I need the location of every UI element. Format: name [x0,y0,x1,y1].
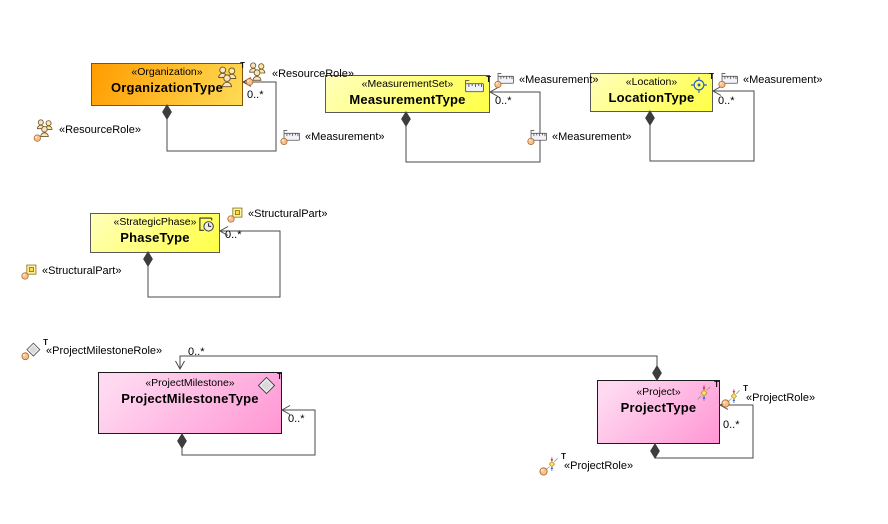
stereotype-label: «Project» [636,386,681,398]
type-marker: T [486,75,491,84]
measurement-icon [718,72,739,89]
structural-part-icon [21,263,38,280]
milestone-diamond-icon: T [257,372,282,395]
role-label-measurement-top-1[interactable]: «Measurement» [494,72,599,89]
multiplicity-milestone[interactable]: 0..* [288,413,305,425]
measurement-icon [527,129,548,146]
class-locationtype[interactable]: T «Location» LocationType [590,72,714,112]
type-marker: T [43,338,48,347]
multiplicity-project[interactable]: 0..* [723,419,740,431]
measurement-icon [280,129,301,146]
project-role-icon: T [539,452,566,476]
structural-part-icon [227,206,244,223]
multiplicity-measurement[interactable]: 0..* [495,95,512,107]
role-label-text: «Measurement» [552,131,632,143]
multiplicity-organization[interactable]: 0..* [247,89,264,101]
role-label-text: «ResourceRole» [59,124,141,136]
role-label-text: «StructuralPart» [248,208,328,220]
resource-role-icon [245,61,268,87]
resource-role-icon [33,118,55,143]
role-label-text: «Measurement» [519,74,599,86]
stereotype-label: «Location» [625,76,678,88]
measurement-icon [494,72,515,89]
multiplicity-milestonerole[interactable]: 0..* [188,346,205,358]
people-group-icon: T [216,61,245,90]
role-label-resourcerole-top[interactable]: «ResourceRole» [245,61,354,87]
stereotype-label: «MeasurementSet» [361,78,454,90]
role-label-text: «ProjectMilestoneRole» [46,345,163,357]
class-organizationtype[interactable]: T «Organization» OrganizationType [91,61,245,106]
type-marker: T [743,384,748,393]
role-label-measurement-mid-1[interactable]: «Measurement» [280,129,385,146]
type-marker: T [561,452,566,461]
role-label-projectmilestonerole[interactable]: T «ProjectMilestoneRole» [21,338,163,361]
role-label-resourcerole-left[interactable]: «ResourceRole» [33,118,141,143]
project-milestone-role-icon: T [21,338,48,361]
multiplicity-phase[interactable]: 0..* [225,229,242,241]
class-phasetype[interactable]: «StrategicPhase» PhaseType [90,213,220,253]
crosshair-icon: T [690,72,714,94]
class-projectmilestonetype[interactable]: T «ProjectMilestone» ProjectMilestoneTyp… [98,372,282,434]
project-role-icon: T [721,384,748,408]
type-marker: T [240,61,245,70]
role-label-text: «ResourceRole» [272,67,354,80]
role-label-measurement-top-2[interactable]: «Measurement» [718,72,823,89]
multiplicity-location[interactable]: 0..* [718,95,735,107]
stereotype-label: «Organization» [131,66,203,78]
role-label-projectrole-right[interactable]: T «ProjectRole» [721,384,816,408]
stereotype-label: «ProjectMilestone» [145,377,235,389]
type-marker: T [714,380,719,389]
role-label-text: «StructuralPart» [42,265,122,277]
project-star-icon: T [695,380,719,402]
class-name: MeasurementType [349,92,466,107]
class-name: ProjectMilestoneType [121,391,259,406]
role-label-structuralpart-left[interactable]: «StructuralPart» [21,263,121,280]
type-marker: T [277,372,282,381]
role-label-structuralpart-top[interactable]: «StructuralPart» [227,206,327,223]
role-label-text: «ProjectRole» [564,459,634,472]
role-label-projectrole-bottom[interactable]: T «ProjectRole» [539,452,634,476]
role-label-text: «Measurement» [743,74,823,86]
ruler-icon: T [464,75,491,94]
type-marker: T [709,72,714,81]
role-label-text: «Measurement» [305,131,385,143]
class-projecttype[interactable]: T «Project» ProjectType [597,380,720,444]
role-label-measurement-mid-2[interactable]: «Measurement» [527,129,632,146]
stereotype-label: «StrategicPhase» [113,216,197,228]
phase-clock-icon [196,216,217,233]
class-name: ProjectType [620,400,697,415]
role-label-text: «ProjectRole» [746,391,816,404]
